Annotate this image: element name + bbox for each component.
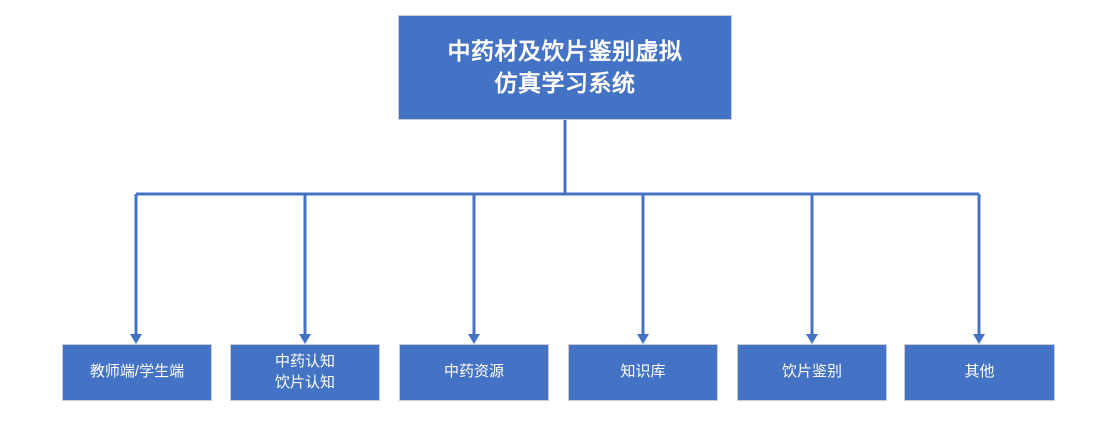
child-node-other[interactable]: 其他	[904, 344, 1055, 401]
child-node-knowledge-base[interactable]: 知识库	[568, 344, 718, 401]
child-node-slice-identification[interactable]: 饮片鉴别	[737, 344, 887, 401]
root-node-label: 中药材及饮片鉴别虚拟 仿真学习系统	[447, 38, 683, 96]
child-node-label: 中药认知 饮片认知	[274, 353, 335, 391]
child-node-label: 饮片鉴别	[781, 363, 842, 381]
root-node-system-title[interactable]: 中药材及饮片鉴别虚拟 仿真学习系统	[398, 15, 732, 120]
child-node-label: 知识库	[620, 363, 666, 381]
child-node-herb-and-slice-cognition[interactable]: 中药认知 饮片认知	[230, 344, 380, 401]
arrowhead-5	[806, 334, 818, 344]
arrowhead-2	[299, 334, 311, 344]
arrowhead-1	[130, 334, 142, 344]
arrowhead-3	[468, 334, 480, 344]
arrowhead-6	[973, 334, 985, 344]
child-node-label: 教师端/学生端	[89, 363, 185, 381]
child-node-label: 其他	[964, 363, 995, 381]
child-node-teacher-student[interactable]: 教师端/学生端	[62, 344, 212, 401]
child-node-herb-resources[interactable]: 中药资源	[399, 344, 549, 401]
child-node-label: 中药资源	[443, 363, 504, 381]
arrowhead-4	[637, 334, 649, 344]
